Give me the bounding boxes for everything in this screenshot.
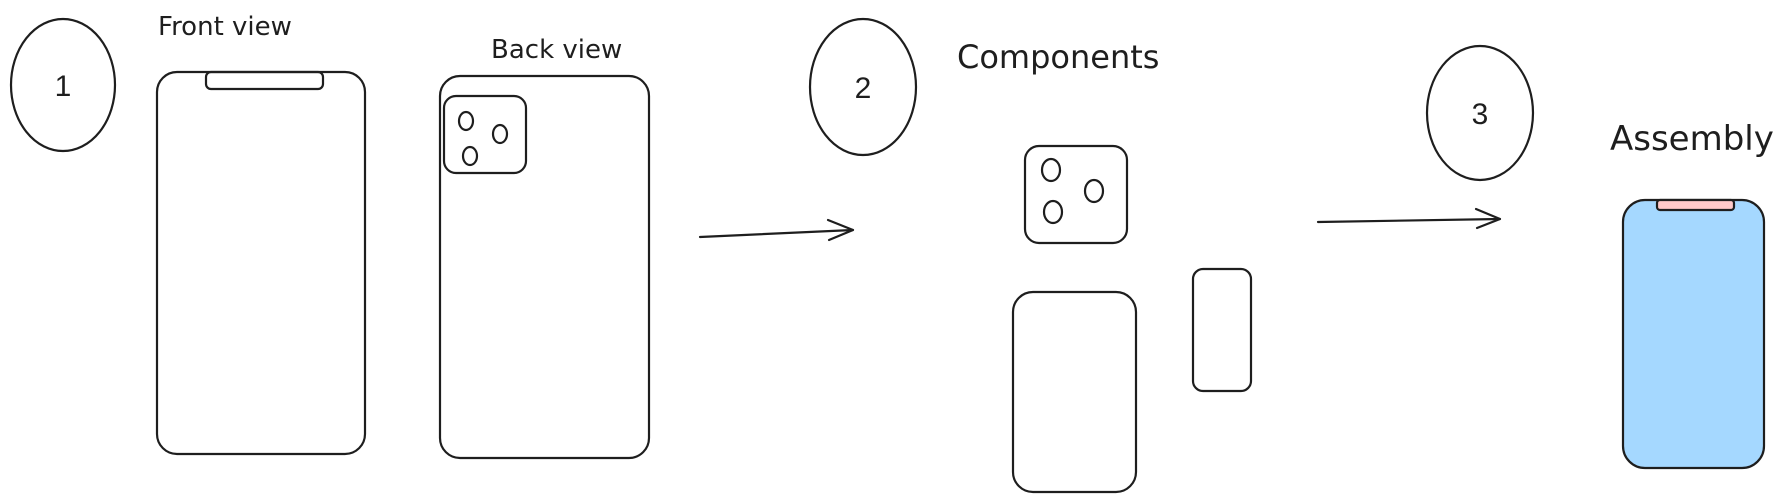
assembly-label: Assembly [1610, 119, 1773, 159]
assembled-phone [1621, 198, 1766, 470]
back-camera-module [442, 94, 528, 175]
step-3-circle [1425, 44, 1535, 182]
step-3-group: 3 [1425, 44, 1535, 182]
arrow-1 [698, 218, 855, 242]
camera-lens-icon [491, 123, 509, 145]
arrow-1-head [826, 218, 855, 242]
step-2-group: 2 [808, 17, 918, 157]
step-1-group: 1 [9, 17, 117, 153]
camera-lens-icon [1040, 157, 1062, 183]
step-3-number: 3 [1472, 98, 1489, 131]
component-camera-module [1023, 144, 1129, 245]
assembled-phone-notch [1655, 198, 1736, 212]
camera-lens-icon [457, 110, 475, 132]
step-1-number: 1 [55, 70, 72, 103]
arrow-2 [1316, 207, 1502, 230]
arrow-2-shaft [1316, 217, 1502, 224]
back-phone-outline [438, 74, 651, 460]
step-2-number: 2 [855, 72, 872, 105]
component-battery [1191, 267, 1253, 393]
step-2-circle [808, 17, 918, 157]
camera-lens-icon [1042, 199, 1064, 225]
components-label: Components [957, 38, 1159, 76]
front-phone-outline [155, 70, 367, 456]
back-view-label: Back view [491, 35, 622, 65]
back-view-group: Back view [438, 35, 651, 460]
arrow-1-shaft [698, 228, 855, 239]
assembly-group: Assembly [1610, 119, 1773, 470]
camera-lens-icon [1083, 178, 1105, 204]
camera-lens-icon [461, 145, 479, 167]
front-phone-notch [204, 70, 325, 91]
front-view-label: Front view [158, 12, 292, 42]
step-1-circle [9, 17, 117, 153]
front-view-group: Front view [155, 12, 367, 456]
arrow-2-head [1474, 207, 1502, 230]
component-body-panel [1011, 290, 1138, 494]
components-group: Components [957, 38, 1253, 494]
